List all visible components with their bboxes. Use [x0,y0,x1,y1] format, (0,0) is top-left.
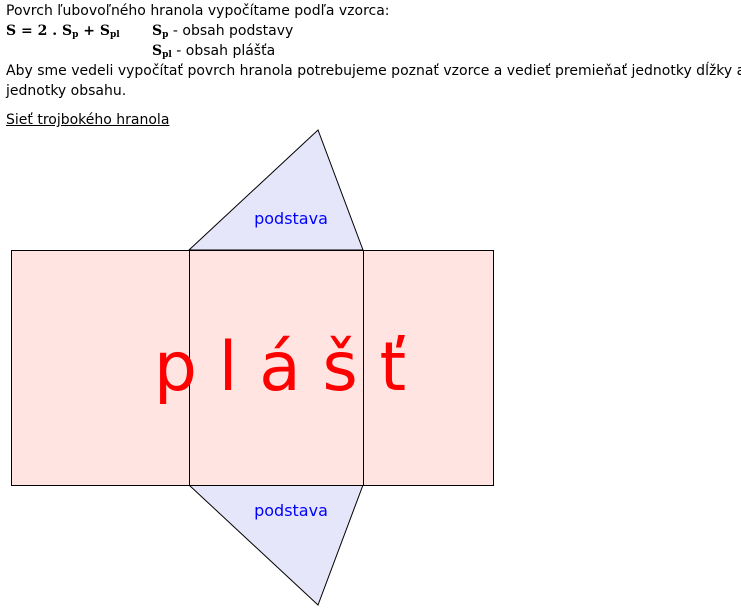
base-label-top: podstava [254,209,328,228]
paragraph-line2: jednotky obsahu. [6,83,127,99]
legend-spl: Spl - obsah plášťa [152,43,276,60]
paragraph-line1: Aby sme vedeli vypočítať povrch hranola … [6,63,741,79]
lateral-face-1 [11,250,190,486]
prism-net-link[interactable]: Sieť trojbokého hranola [6,112,170,128]
lateral-label: p l á š ť [154,328,406,407]
formula: S = 2 . Sp + Spl [6,23,120,40]
lateral-face-2 [189,250,364,486]
base-label-bottom: podstava [254,501,328,520]
legend-sp: Sp - obsah podstavy [152,23,294,40]
lateral-face-3 [363,250,494,486]
top-base-triangle [187,129,364,251]
intro-text: Povrch ľubovoľného hranola vypočítame po… [6,3,390,19]
